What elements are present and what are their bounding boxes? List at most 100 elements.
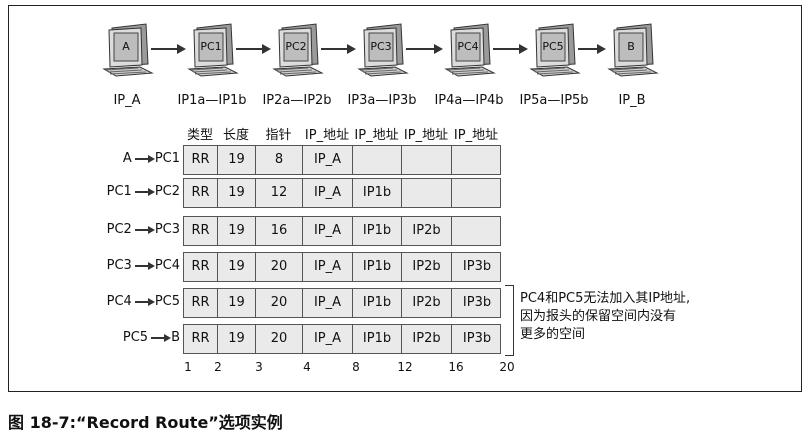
field-cell: IP3b [462, 331, 492, 346]
hop-to: PC4 [154, 258, 180, 273]
offset-tick: 3 [255, 360, 263, 374]
route-arrow [578, 44, 606, 54]
field-cell: IP_A [303, 217, 353, 245]
field-cell [452, 146, 502, 174]
field-cell: 19 [218, 325, 256, 353]
bracket [505, 285, 514, 356]
field-cell [353, 146, 402, 174]
hop-label: PC4 PC5 [96, 294, 180, 309]
figure-caption: 图 18-7:“Record Route”选项实例 [8, 413, 283, 432]
note-line-1: PC4和PC5无法加入其IP地址, [520, 291, 691, 306]
hop-label: PC5 B [96, 330, 180, 345]
field-cell: RR [184, 179, 218, 207]
hop-to: PC5 [154, 294, 180, 309]
address-label: IP2a—IP2b [262, 93, 332, 108]
offset-tick: 4 [303, 360, 311, 374]
field-header: IP_地址 [403, 128, 449, 143]
computer-screen-label: B [627, 40, 635, 53]
field-cell: 20 [256, 289, 303, 317]
field-cell: 16 [256, 217, 303, 245]
computer-icon [523, 20, 585, 82]
hop-to: B [171, 330, 180, 345]
route-arrow [151, 44, 186, 54]
field-cell: IP_A [303, 289, 353, 317]
field-cell: IP3b [462, 295, 492, 310]
address-label: IP3a—IP3b [347, 93, 417, 108]
offset-tick: 2 [214, 360, 222, 374]
note-line-3: 更多的空间 [520, 327, 586, 342]
field-cell: IP2b [402, 253, 452, 281]
hop-to: PC2 [154, 184, 180, 199]
hop-from: PC4 [106, 294, 132, 309]
field-cell: 8 [256, 146, 303, 174]
field-cell: RR [184, 289, 218, 317]
field-cell: 19 [218, 146, 256, 174]
field-cell [402, 146, 452, 174]
computer-screen-label: PC3 [370, 40, 392, 53]
hop-to: PC1 [154, 151, 180, 166]
route-arrow [236, 44, 271, 54]
field-cell: 19 [218, 289, 256, 317]
hop-arrow-icon [134, 187, 155, 196]
field-cell: 12 [256, 179, 303, 207]
hop-arrow-icon [134, 154, 155, 163]
computer-icon [181, 20, 243, 82]
field-cell: IP3b [462, 259, 492, 274]
hop-arrow-icon [134, 297, 155, 306]
field-cell: RR [184, 217, 218, 245]
field-cell: IP1b [353, 179, 402, 207]
field-cell: IP2b [402, 289, 452, 317]
field-header: IP_地址 [304, 128, 350, 143]
address-label: IP5a—IP5b [519, 93, 589, 108]
hop-arrow-icon [134, 261, 155, 270]
computer-icon [96, 20, 158, 82]
field-cell: IP2b [402, 325, 452, 353]
field-cell: IP1b [353, 289, 402, 317]
address-label: IP_A [113, 93, 141, 108]
field-cell: 19 [218, 179, 256, 207]
field-cell [452, 217, 502, 245]
address-label: IP4a—IP4b [434, 93, 504, 108]
field-cell: 20 [256, 253, 303, 281]
computer-screen-label: PC1 [200, 40, 222, 53]
offset-tick: 16 [448, 360, 464, 374]
offset-tick: 12 [397, 360, 413, 374]
computer-screen-label: A [122, 40, 130, 53]
hop-from: PC5 [122, 330, 149, 345]
field-cell: IP_A [303, 179, 353, 207]
field-cell: RR [184, 253, 218, 281]
route-arrow [406, 44, 443, 54]
field-header: 长度 [222, 128, 250, 143]
hop-arrow-icon [134, 225, 155, 234]
address-label: IP1a—IP1b [177, 93, 247, 108]
hop-to: PC3 [154, 222, 180, 237]
computer-screen-label: PC4 [457, 40, 479, 53]
field-cell: IP1b [353, 253, 402, 281]
computer-screen-label: PC2 [285, 40, 307, 53]
field-cell: IP_A [303, 325, 353, 353]
field-header: IP_地址 [453, 128, 499, 143]
field-header: 指针 [265, 128, 292, 143]
field-cell [452, 179, 502, 207]
field-cell: RR [184, 325, 218, 353]
field-cell: RR [184, 146, 218, 174]
field-cell: 19 [218, 253, 256, 281]
field-cell: IP2b [402, 217, 452, 245]
field-cell: IP1b [353, 325, 402, 353]
field-cell: 20 [256, 325, 303, 353]
computer-icon [601, 20, 663, 82]
field-cell: 19 [218, 217, 256, 245]
field-header: 类型 [186, 128, 214, 143]
field-cell: IP1b [353, 217, 402, 245]
computer-screen-label: PC5 [542, 40, 564, 53]
